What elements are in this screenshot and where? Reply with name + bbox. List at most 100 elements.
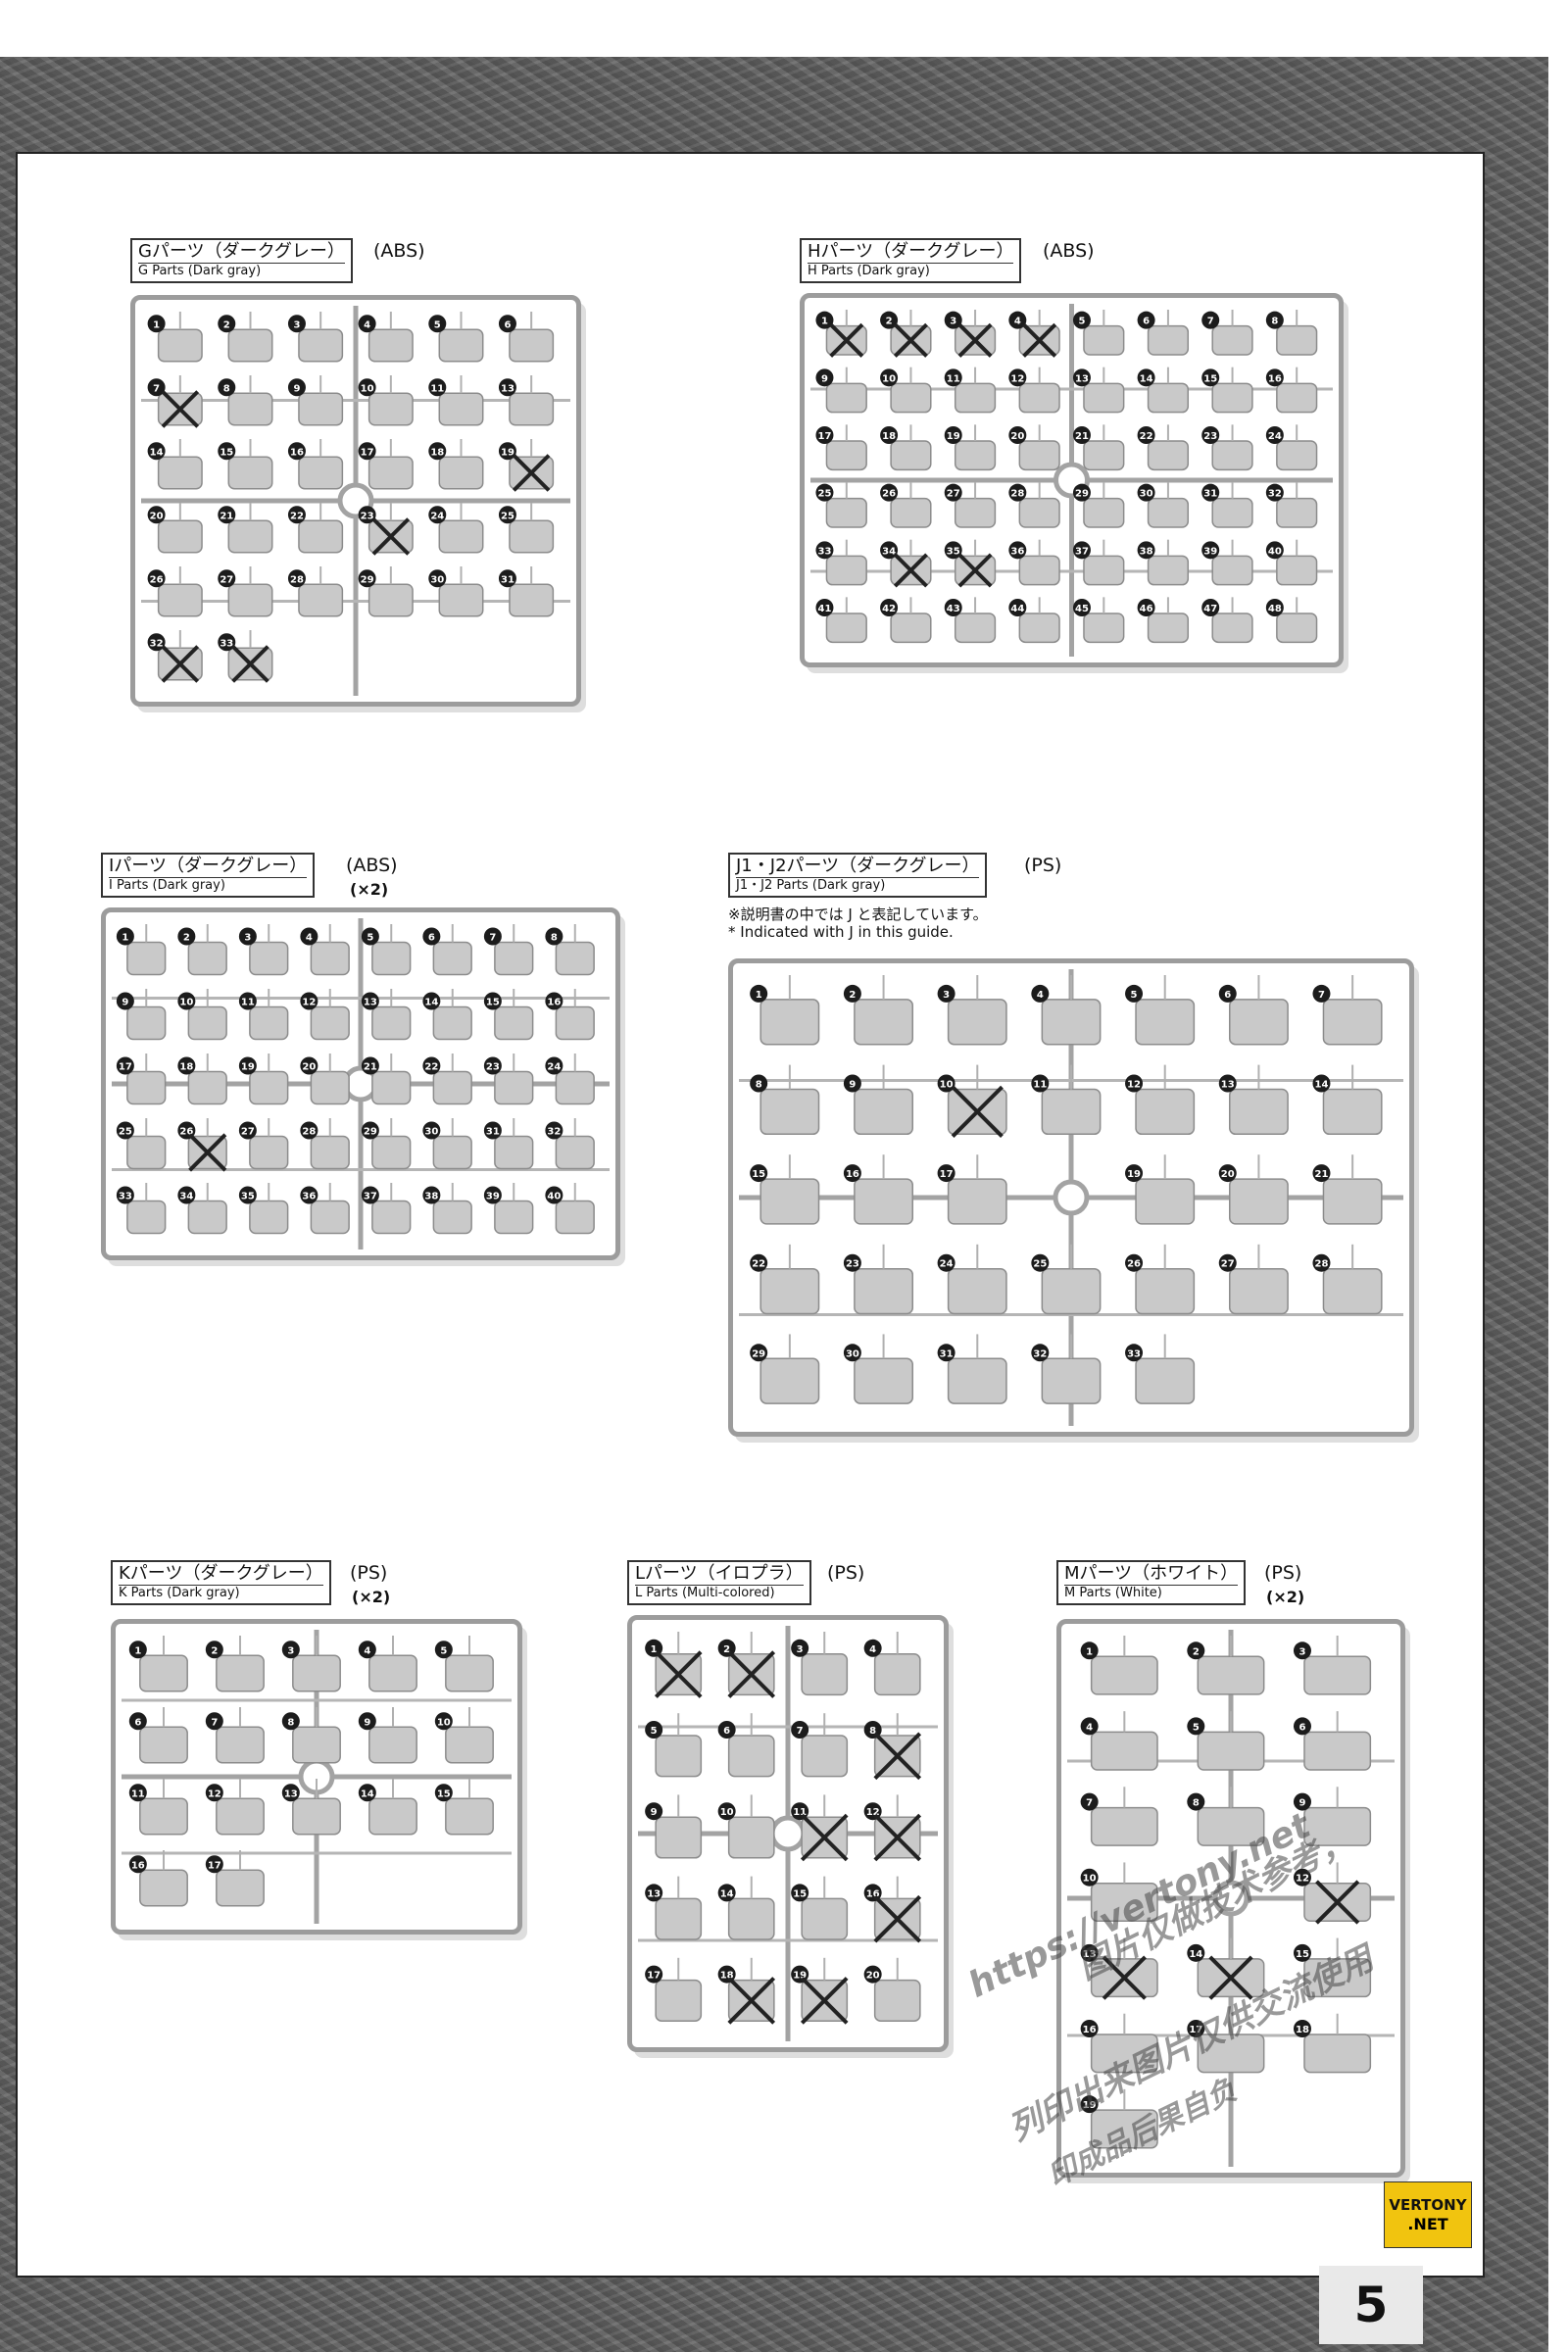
part-1 (760, 999, 820, 1046)
part-number-badge (358, 1712, 376, 1731)
part-number-badge (791, 1721, 809, 1739)
part-number-label: 1 (651, 1644, 658, 1655)
part-number-label: 11 (241, 998, 255, 1008)
part-number-badge (1187, 1642, 1205, 1660)
part-5 (438, 328, 484, 363)
part-number-badge (1312, 1164, 1331, 1183)
part-10 (368, 392, 414, 426)
part-number-label: 6 (428, 933, 435, 944)
part-number-badge (1293, 1943, 1311, 1962)
part-number-badge (937, 1344, 956, 1362)
part-number-badge (843, 1074, 861, 1093)
part-number-label: 17 (818, 431, 832, 442)
part-number-label: 29 (364, 1127, 377, 1138)
part-number-badge (483, 927, 502, 946)
part-number-badge (645, 1884, 663, 1902)
part-3 (292, 1654, 341, 1692)
part-number-badge (358, 442, 376, 461)
part-number-badge (483, 1121, 502, 1140)
part-number-badge (843, 1253, 861, 1272)
part-number-badge (358, 1784, 376, 1802)
part-15 (801, 1897, 849, 1940)
part-number-label: 10 (437, 1717, 451, 1728)
unused-part-cross (188, 1133, 227, 1172)
part-number-label: 44 (1010, 604, 1024, 614)
part-42 (890, 612, 932, 644)
part-1 (139, 1654, 188, 1692)
section-i-title-en: I Parts (Dark gray) (109, 877, 308, 894)
part-number-badge (1312, 1253, 1331, 1272)
part-27 (1229, 1267, 1289, 1315)
part-number-label: 20 (866, 1971, 880, 1982)
part-number-badge (1008, 483, 1027, 502)
part-number-label: 9 (651, 1807, 658, 1818)
part-number-badge (1265, 541, 1284, 560)
part-16 (854, 1178, 913, 1225)
part-17 (947, 1178, 1007, 1225)
part-number-label: 2 (223, 319, 230, 330)
part-40 (555, 1200, 595, 1235)
part-number-label: 9 (1298, 1798, 1305, 1809)
unused-part-cross (873, 1732, 922, 1781)
part-40 (1276, 555, 1318, 586)
part-3 (801, 1653, 849, 1696)
part-number-label: 46 (1140, 604, 1153, 614)
part-number-label: 5 (1078, 317, 1085, 327)
part-number-badge (1293, 1717, 1311, 1736)
part-number-label: 43 (947, 604, 960, 614)
part-number-label: 19 (793, 1971, 807, 1982)
part-number-badge (1072, 483, 1091, 502)
part-number-label: 12 (302, 998, 316, 1008)
unused-part-cross (1208, 1955, 1253, 2000)
part-45 (1083, 612, 1125, 644)
part-number-label: 5 (367, 933, 373, 944)
part-number-label: 6 (1224, 990, 1231, 1001)
part-number-label: 2 (886, 317, 893, 327)
part-number-badge (434, 1784, 453, 1802)
part-18 (890, 440, 932, 471)
unused-part-cross (371, 517, 411, 556)
part-32 (1276, 497, 1318, 528)
section-k-title-en: K Parts (Dark gray) (119, 1585, 323, 1601)
part-number-label: 3 (293, 319, 300, 330)
part-number-label: 27 (220, 574, 233, 585)
part-8 (227, 392, 273, 426)
part-number-badge (218, 315, 236, 333)
part-number-label: 16 (1268, 373, 1282, 384)
part-number-label: 9 (849, 1080, 856, 1091)
part-number-label: 21 (1315, 1169, 1329, 1180)
logo-text-top: VERTONY (1389, 2196, 1467, 2214)
part-number-badge (287, 506, 306, 524)
part-10 (727, 1816, 775, 1859)
part-number-label: 28 (1315, 1259, 1329, 1270)
part-number-badge (498, 315, 516, 333)
part-number-badge (1137, 483, 1155, 502)
part-number-badge (428, 378, 447, 397)
part-number-badge (1137, 541, 1155, 560)
part-number-badge (428, 506, 447, 524)
part-number-label: 20 (150, 511, 164, 521)
part-number-badge (1293, 2020, 1311, 2037)
part-number-badge (483, 1056, 502, 1075)
part-number-badge (717, 1802, 736, 1821)
part-number-label: 30 (424, 1127, 438, 1138)
part-10 (1090, 1882, 1158, 1923)
part-number-badge (361, 992, 379, 1010)
unused-part-cross (951, 1085, 1004, 1139)
part-number-label: 6 (1143, 317, 1150, 327)
section-h-title: Hパーツ（ダークグレー） H Parts (Dark gray) (800, 238, 1022, 283)
part-number-badge (1072, 311, 1091, 329)
part-2 (1197, 1655, 1265, 1695)
part-number-label: 22 (752, 1259, 765, 1270)
part-number-badge (428, 315, 447, 333)
part-number-label: 13 (647, 1888, 661, 1899)
part-36 (310, 1200, 350, 1235)
part-11 (139, 1797, 188, 1836)
part-number-label: 15 (752, 1169, 765, 1180)
unused-part-cross (654, 1650, 703, 1698)
part-number-badge (483, 992, 502, 1010)
part-number-badge (1265, 368, 1284, 387)
part-3 (249, 941, 289, 976)
